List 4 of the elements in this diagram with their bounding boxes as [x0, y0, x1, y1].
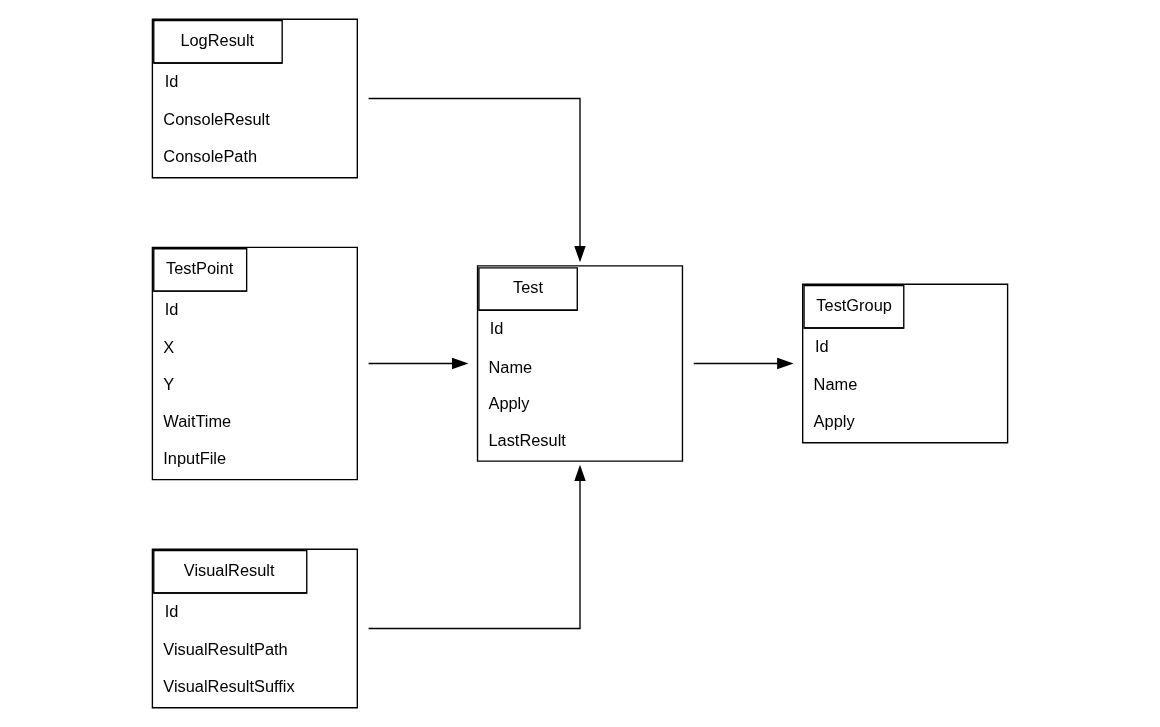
arrow	[367, 357, 469, 370]
arrow	[367, 464, 586, 630]
arrow	[367, 97, 586, 263]
arrow	[693, 357, 794, 370]
